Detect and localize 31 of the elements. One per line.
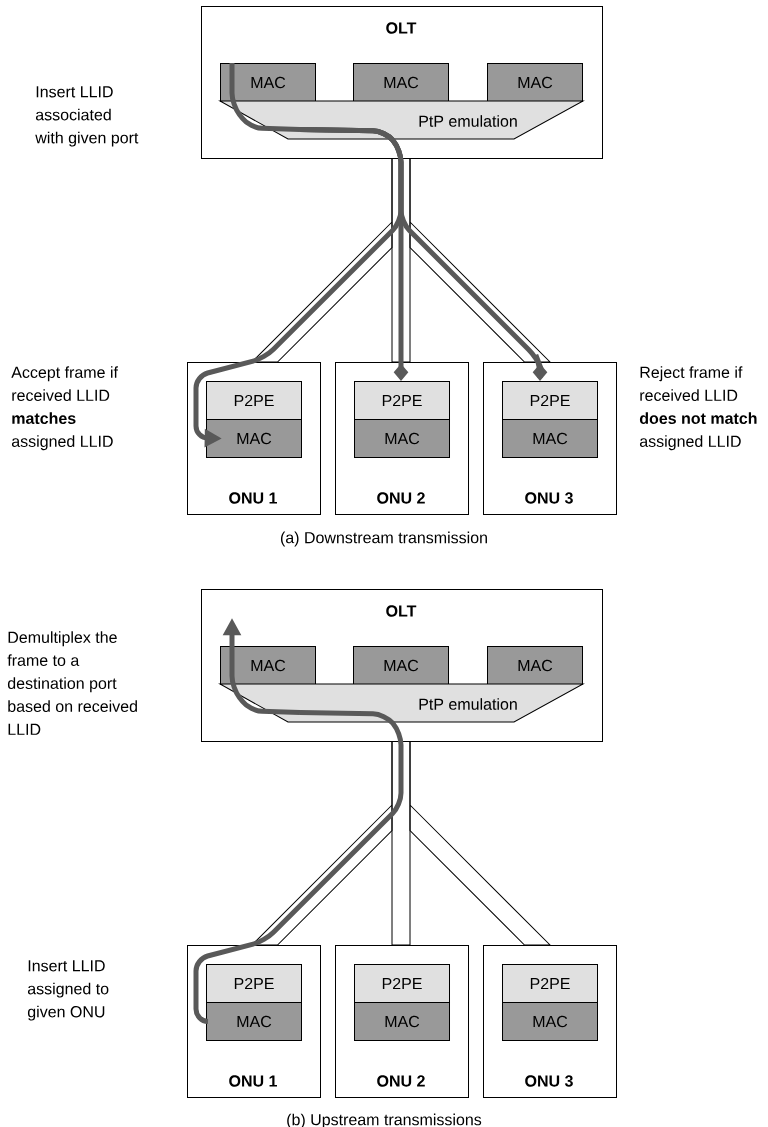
- mac-block: MAC: [353, 63, 449, 102]
- mac-block: MAC: [354, 419, 450, 458]
- mac-block: MAC: [206, 419, 302, 458]
- caption: (a) Downstream transmission: [280, 531, 487, 547]
- mac-block: MAC: [502, 419, 598, 458]
- annotation-text: Insert LLID assigned to given ONU: [27, 960, 109, 1021]
- fiber-line: [409, 158, 551, 363]
- mac-block: MAC: [220, 63, 316, 102]
- mac-block: MAC: [354, 1002, 450, 1041]
- mac-block: MAC: [206, 1002, 302, 1041]
- annotation-text: Insert LLID associated with given port: [35, 86, 139, 147]
- annotation-text: Accept frame if received LLID matches assigned LLID: [11, 366, 118, 451]
- emulation-trapezoid: PtP emulation: [219, 683, 584, 723]
- mac-block: MAC: [353, 646, 449, 685]
- p2pe-block: P2PE: [354, 381, 450, 420]
- p2pe-block: P2PE: [206, 381, 302, 420]
- fiber-line: [391, 158, 411, 363]
- p2pe-block: P2PE: [502, 381, 598, 420]
- mac-block: MAC: [220, 646, 316, 685]
- p2pe-block: P2PE: [206, 964, 302, 1003]
- p2pe-block: P2PE: [502, 964, 598, 1003]
- p2pe-block: P2PE: [354, 964, 450, 1003]
- mac-block: MAC: [502, 1002, 598, 1041]
- mac-block: MAC: [487, 63, 583, 102]
- annotation-text: Demultiplex the frame to a destination port based on received LLID: [7, 631, 137, 735]
- mac-block: MAC: [487, 646, 583, 685]
- fiber-line: [409, 741, 551, 946]
- annotation-text: Reject frame if received LLID does not match assigned LLID: [639, 366, 757, 451]
- signal-arrow: [299, 127, 548, 381]
- emulation-trapezoid: PtP emulation: [219, 100, 584, 140]
- fiber-line: [391, 741, 411, 946]
